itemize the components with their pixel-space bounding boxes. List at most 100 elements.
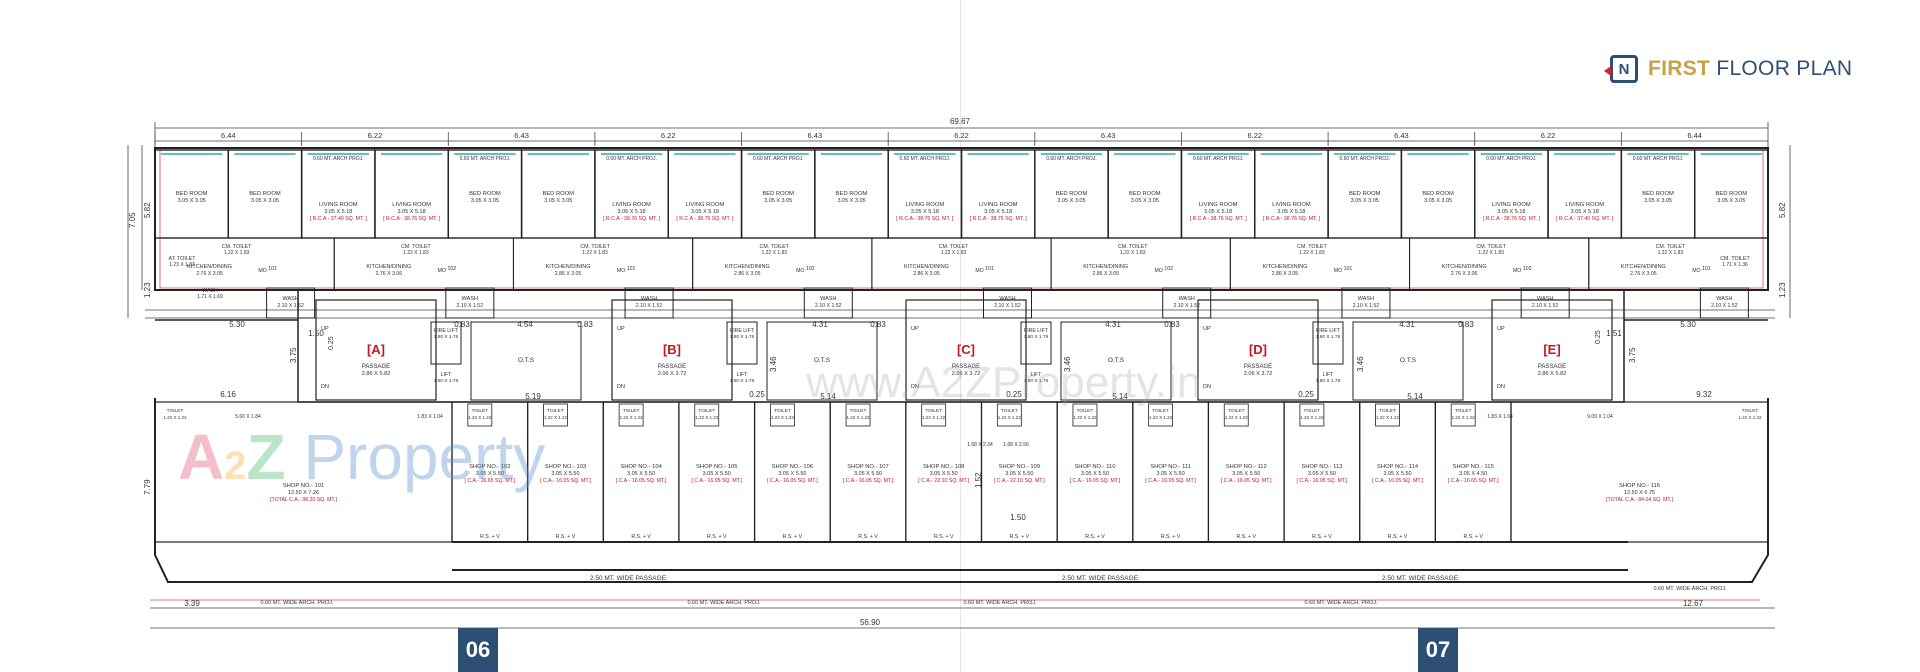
dim-083-3: 0.83 (870, 320, 886, 329)
wash-size: 2.10 X 1.52 (994, 303, 1021, 309)
rs-label: R.S. + V (858, 534, 878, 540)
unit-code: MO (258, 268, 266, 274)
unit-code: MO (1155, 268, 1163, 274)
shop-toilet-label: TOILET (1379, 408, 1396, 414)
wash-size: 2.10 X 1.52 (457, 303, 484, 309)
dim-left-779: 7.79 (143, 479, 152, 495)
lift-size: 1.80 X 1.76 (730, 378, 755, 384)
room-label: BED ROOM (469, 191, 501, 197)
wash-cell (445, 287, 495, 319)
cm-toilet-label: CM. TOILET (580, 244, 610, 250)
lift-shaft (1020, 321, 1052, 365)
dim-151-right: 1.51 (1606, 329, 1622, 338)
dim-025-right: 0.25 (1595, 330, 1602, 344)
wash-cell (266, 287, 316, 319)
watermark-url: www.A2ZProperty.in (806, 358, 1202, 407)
arch-proj-label: 0.60 MT. ARCH PROJ. (1633, 156, 1684, 162)
room-label: LIVING ROOM (979, 202, 1018, 208)
dim-083-2: 0.83 (577, 320, 593, 329)
dim-lower-339: 3.39 (184, 599, 200, 608)
dim-lower-1267: 12.67 (1683, 599, 1704, 608)
dim-514-1: 5.14 (820, 392, 836, 401)
shop-size: 3.05 X 5.50 (551, 471, 579, 477)
rs-label: R.S. + V (631, 534, 651, 540)
lift-shaft (726, 321, 758, 365)
dim-431-3: 4.31 (1399, 320, 1415, 329)
rs-label: R.S. + V (707, 534, 727, 540)
misc-size-1: 5.60 X 1.84 (235, 414, 261, 420)
dim-right-123: 1.23 (1778, 282, 1787, 298)
dim-431-1: 4.31 (812, 320, 828, 329)
kitchen-size: 2.76 X 3.06 (1451, 271, 1478, 277)
room-size: 3.05 X 3.05 (1057, 198, 1085, 204)
shop-number: SHOP NO.- 102 (469, 464, 510, 470)
arch-wide-label-2: 0.60 MT. WIDE ARCH. PROJ. (687, 600, 761, 606)
shop-size: 3.05 X 4.50 (1459, 471, 1487, 477)
shop-toilet-size: 1.22 X 1.22 (1738, 415, 1762, 420)
shop-toilet-label: TOILET (698, 408, 715, 414)
wide-passage-2: 2.50 MT. WIDE PASSAGE (1062, 575, 1139, 582)
arch-proj-label: 0.60 MT. ARCH PROJ. (313, 156, 364, 162)
passage-label: PASSAGE (952, 364, 980, 370)
shop-toilet-label: TOILET (1152, 408, 1169, 414)
dim-left-123: 1.23 (143, 282, 152, 298)
unit-number: 102 (448, 266, 457, 272)
stair-up: UP (321, 326, 329, 332)
core-box (611, 299, 733, 401)
dim-left-inner: 5.82 (143, 202, 152, 218)
shop-toilet-label: TOILET (925, 408, 942, 414)
room-size: 3.05 X 3.05 (764, 198, 792, 204)
unit-code: MO (617, 268, 625, 274)
arch-wide-label-5: 0.60 MT. WIDE ARCH. PROJ. (1653, 586, 1727, 592)
cm-toilet-end-size: 1.71 X 1.36 (1722, 262, 1748, 268)
arch-wide-label-4: 0.60 MT. WIDE ARCH. PROJ. (1304, 600, 1378, 606)
passage-size: 2.06 X 3.72 (952, 371, 981, 377)
wash-size: 2.10 X 1.52 (1353, 303, 1380, 309)
top-segment-dim: 6.43 (514, 131, 529, 140)
shop-size: 3.05 X 5.50 (1383, 471, 1411, 477)
wash-label: WASH (820, 296, 836, 302)
ots-label: O.T.S (518, 357, 535, 364)
shop-number: SHOP NO.- 109 (999, 464, 1040, 470)
shop-toilet-box (845, 403, 871, 427)
shop-toilet-box (1299, 403, 1325, 427)
dim-514-2: 5.14 (1112, 392, 1128, 401)
room-label: BED ROOM (176, 191, 208, 197)
fire-lift-label: FIRE LIFT (1316, 328, 1341, 334)
room-label: LIVING ROOM (1272, 202, 1311, 208)
shop-area: [ C.A.- 22.10 SQ. MT.] (918, 478, 969, 484)
wash-size: 2.10 X 1.52 (1173, 303, 1200, 309)
room-size: 3.05 X 3.05 (178, 198, 206, 204)
room-area: [ R.C.A - 38.76 SQ. MT. ] (1263, 216, 1321, 222)
shop-toilet-size: 1.22 X 1.22 (1225, 415, 1249, 420)
room-area: [ R.C.A - 38.76 SQ. MT. ] (970, 216, 1028, 222)
shop-area: [ C.A.- 16.05 SQ. MT.] (1145, 478, 1196, 484)
room-label: BED ROOM (542, 191, 574, 197)
wash-cell (1699, 287, 1749, 319)
arch-proj-label: 0.60 MT. ARCH PROJ. (1046, 156, 1097, 162)
room-label: LIVING ROOM (319, 202, 358, 208)
room-size: 3.05 X 5.18 (398, 209, 426, 215)
room-cell (960, 149, 1036, 239)
dim-right: 5.82 (1778, 202, 1787, 218)
room-label: BED ROOM (1349, 191, 1381, 197)
cm-toilet-size: 1.22 X 1.83 (1120, 250, 1146, 256)
top-segment-dim: 6.22 (1247, 131, 1262, 140)
shop-number: SHOP NO.- 101 (283, 483, 324, 489)
wash-label: WASH (1537, 296, 1553, 302)
room-size: 3.05 X 3.05 (544, 198, 572, 204)
lift-shaft (430, 321, 462, 365)
room-label: LIVING ROOM (1565, 202, 1604, 208)
room-label: LIVING ROOM (392, 202, 431, 208)
unit-number: 102 (806, 266, 815, 272)
kitchen-size: 2.76 X 3.05 (196, 271, 223, 277)
wash-label: WASH (999, 296, 1015, 302)
cm-toilet-label: CM. TOILET (1118, 244, 1148, 250)
top-segment-dim: 6.22 (368, 131, 383, 140)
fire-lift-size: 1.80 X 1.76 (730, 334, 755, 340)
ots-label: O.T.S (1400, 357, 1417, 364)
